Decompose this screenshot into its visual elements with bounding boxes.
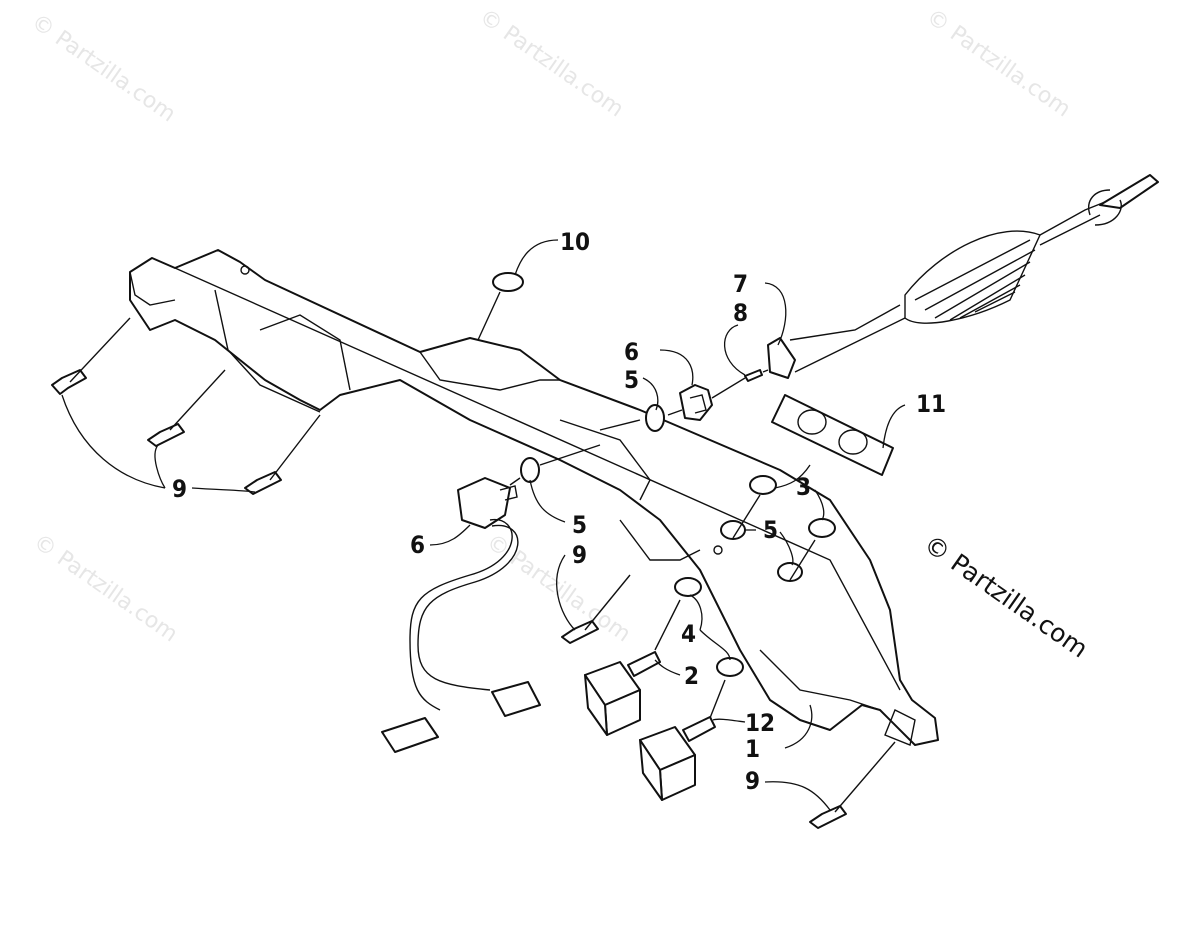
watermark-top-left: © Partzilla.com: [27, 9, 180, 127]
switch-upper: [679, 384, 713, 421]
screws: [51, 369, 847, 829]
console-panel: [129, 249, 939, 746]
watermarks: © Partzilla.com © Partzilla.com © Partzi…: [27, 4, 1075, 647]
tether-cord: [767, 174, 1159, 379]
callout-12: 12: [745, 709, 775, 737]
callout-7: 7: [733, 270, 748, 298]
callout-6-upper: 6: [624, 338, 639, 366]
callout-4: 4: [681, 620, 696, 648]
washers: [520, 404, 803, 582]
callout-5-upper: 5: [624, 366, 639, 394]
callout-9-left: 9: [172, 475, 187, 503]
callout-10: 10: [560, 228, 590, 256]
leader-lines: [61, 239, 906, 811]
assembly-lines: [69, 291, 896, 813]
callout-5-lower: 5: [572, 511, 587, 539]
switch-12: [639, 716, 716, 801]
watermark-top-center: © Partzilla.com: [475, 4, 628, 122]
callout-9-lower: 9: [745, 767, 760, 795]
small-screw: [744, 369, 763, 382]
callouts: 10 7 8 6 5 11 3 5 5 6 9 4 2 12 1 9 9: [172, 228, 946, 795]
copyright-text: © Partzilla.com: [919, 529, 1094, 663]
switch-2: [584, 651, 661, 736]
callout-9-middle: 9: [572, 541, 587, 569]
callout-5-right: 5: [763, 516, 778, 544]
watermark-top-right: © Partzilla.com: [922, 4, 1075, 122]
switch-harness: [381, 477, 541, 753]
callout-8: 8: [733, 299, 748, 327]
decal-plate: [771, 394, 894, 476]
callout-11: 11: [916, 390, 946, 418]
callout-2: 2: [684, 662, 699, 690]
callout-3: 3: [796, 473, 811, 501]
watermark-mid-left: © Partzilla.com: [29, 529, 182, 647]
callout-1: 1: [745, 735, 760, 763]
callout-6-lower: 6: [410, 531, 425, 559]
label-sticker: [492, 272, 524, 292]
watermark-mid-center: © Partzilla.com: [482, 529, 635, 647]
